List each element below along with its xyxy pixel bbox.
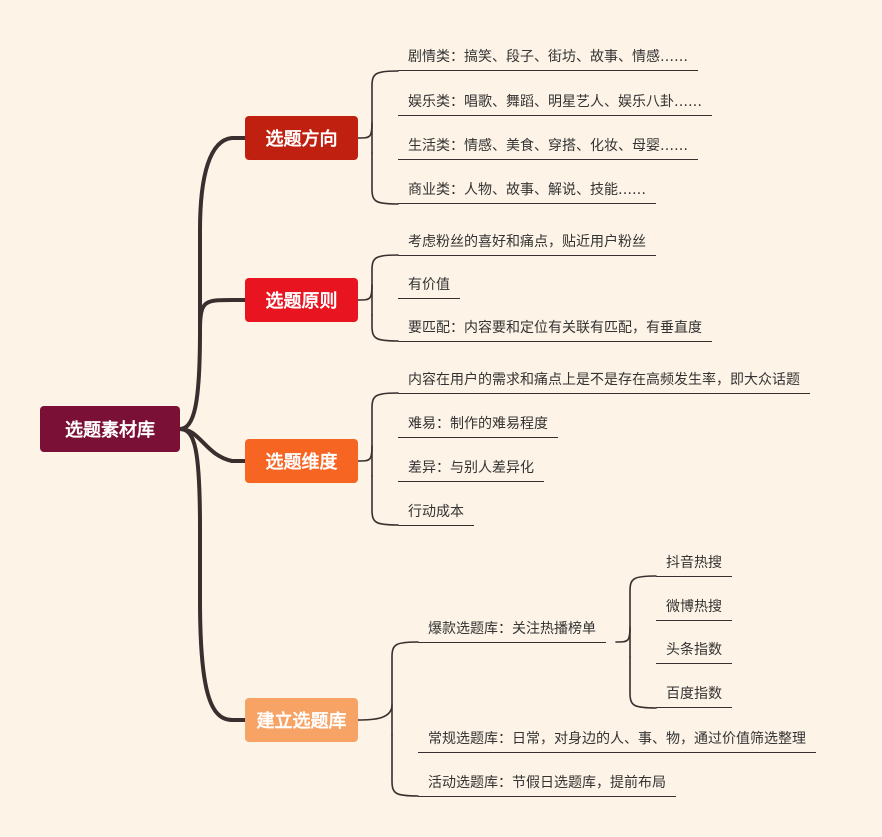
leaf-node[interactable]: 行动成本 [398, 503, 474, 526]
leaf-node[interactable]: 难易：制作的难易程度 [398, 415, 558, 438]
leaf-node[interactable]: 娱乐类：唱歌、舞蹈、明星艺人、娱乐八卦…… [398, 93, 712, 116]
sub-leaf-node[interactable]: 头条指数 [656, 641, 732, 664]
branch-node-principles[interactable]: 选题原则 [245, 278, 358, 322]
leaf-node[interactable]: 生活类：情感、美食、穿搭、化妆、母婴…… [398, 137, 698, 160]
leaf-node[interactable]: 差异：与别人差异化 [398, 459, 544, 482]
leaf-node[interactable]: 内容在用户的需求和痛点上是不是存在高频发生率，即大众话题 [398, 371, 810, 394]
leaf-node[interactable]: 剧情类：搞笑、段子、街坊、故事、情感…… [398, 48, 698, 71]
branch-node-direction[interactable]: 选题方向 [245, 116, 358, 160]
leaf-node[interactable]: 有价值 [398, 276, 460, 299]
leaf-node[interactable]: 爆款选题库：关注热播榜单 [418, 620, 606, 643]
sub-leaf-node[interactable]: 抖音热搜 [656, 554, 732, 577]
sub-leaf-node[interactable]: 微博热搜 [656, 598, 732, 621]
leaf-node[interactable]: 考虑粉丝的喜好和痛点，贴近用户粉丝 [398, 233, 656, 256]
branch-node-dimensions[interactable]: 选题维度 [245, 439, 358, 483]
leaf-node[interactable]: 要匹配：内容要和定位有关联有匹配，有垂直度 [398, 319, 712, 342]
leaf-node[interactable]: 商业类：人物、故事、解说、技能…… [398, 181, 656, 204]
sub-leaf-node[interactable]: 百度指数 [656, 685, 732, 708]
root-node[interactable]: 选题素材库 [40, 406, 180, 452]
branch-node-build-library[interactable]: 建立选题库 [245, 698, 358, 742]
leaf-node[interactable]: 常规选题库：日常，对身边的人、事、物，通过价值筛选整理 [418, 730, 816, 753]
leaf-node[interactable]: 活动选题库：节假日选题库，提前布局 [418, 774, 676, 797]
